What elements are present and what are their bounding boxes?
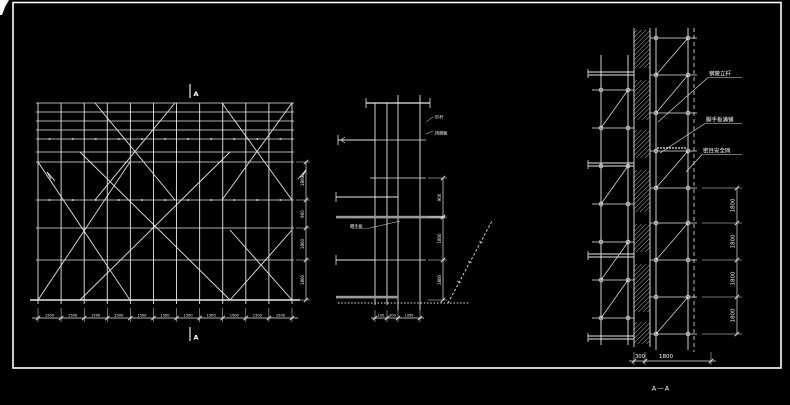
svg-text:1800: 1800 xyxy=(300,274,305,285)
svg-text:300: 300 xyxy=(635,354,645,360)
svg-text:1050: 1050 xyxy=(405,314,414,318)
svg-text:1800: 1800 xyxy=(300,238,305,249)
annotation-scaffold-boards: 脚手板满铺 xyxy=(706,116,734,124)
section-marker-top: A xyxy=(194,90,199,98)
annotation-safety-net: 密目安全网 xyxy=(703,147,731,155)
elevation-view: 1500 1500 1500 1500 1500 1500 1500 1500 1500 1500… xyxy=(30,84,310,341)
svg-text:1500: 1500 xyxy=(230,314,240,318)
svg-text:100: 100 xyxy=(378,314,384,318)
svg-text:1500: 1500 xyxy=(184,314,194,318)
svg-text:300: 300 xyxy=(389,314,395,318)
section-marker-bottom: A xyxy=(194,334,199,342)
svg-text:1500: 1500 xyxy=(207,314,217,318)
svg-text:1800: 1800 xyxy=(731,271,737,285)
svg-text:1500: 1500 xyxy=(68,314,78,318)
detail-view: 1800 1800 1800 1800 300 1800 xyxy=(587,28,742,365)
svg-text:1800: 1800 xyxy=(731,198,737,212)
svg-text:1800: 1800 xyxy=(731,308,737,322)
toeboard-label: 挡脚板 xyxy=(435,130,448,137)
svg-text:1500: 1500 xyxy=(160,314,170,318)
svg-text:1800: 1800 xyxy=(300,175,305,186)
plank-label: 脚手板 xyxy=(350,223,363,230)
sheet-border xyxy=(12,1,782,369)
svg-text:1800: 1800 xyxy=(437,274,442,285)
annotation-steel-pipe-standard: 钢管立杆 xyxy=(709,70,732,78)
svg-text:1500: 1500 xyxy=(91,314,101,318)
section-title: A—A xyxy=(652,385,670,393)
svg-text:1500: 1500 xyxy=(137,314,147,318)
svg-text:900: 900 xyxy=(437,193,442,201)
svg-text:1500: 1500 xyxy=(253,314,263,318)
svg-text:1500: 1500 xyxy=(45,314,55,318)
svg-text:900: 900 xyxy=(300,210,305,218)
svg-text:1500: 1500 xyxy=(276,314,286,318)
section-view: 900 1800 1800 100 300 1050 xyxy=(335,95,493,322)
corner-artifact xyxy=(0,0,9,15)
svg-text:1500: 1500 xyxy=(114,314,124,318)
svg-text:1800: 1800 xyxy=(437,233,442,244)
svg-text:1800: 1800 xyxy=(731,234,737,248)
svg-text:1800: 1800 xyxy=(659,354,673,360)
guardrail-label: 栏杆 xyxy=(435,114,444,121)
